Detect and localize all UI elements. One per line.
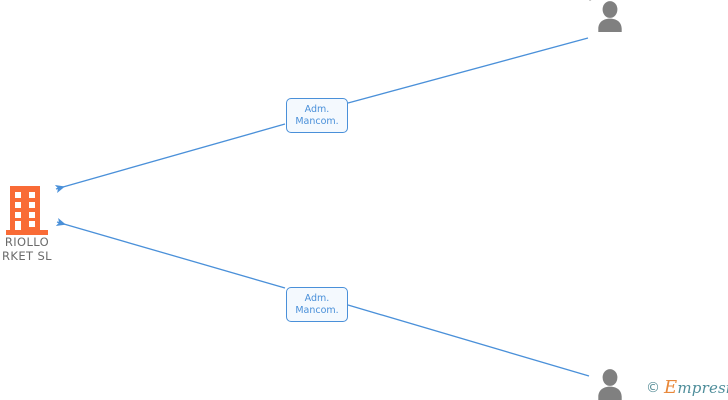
- relation-label-line-1: Adm.: [304, 104, 330, 115]
- company-name-line-1: RIOLLO: [4, 235, 50, 249]
- edge-box-to-company-lower: [55, 218, 286, 289]
- person-icon: [598, 369, 622, 400]
- brand-name: Empresia: [664, 379, 728, 397]
- edge-person-bottom-to-box: [347, 304, 590, 377]
- relation-label-line-1: Adm.: [304, 293, 330, 304]
- relation-box-adm-mancom-lower[interactable]: Adm. Mancom.: [286, 287, 348, 322]
- relation-label-line-2: Mancom.: [295, 304, 339, 316]
- person-icon: [598, 1, 622, 32]
- relation-box-adm-mancom-upper[interactable]: Adm. Mancom.: [286, 98, 348, 133]
- copyright-icon: ©: [646, 380, 660, 396]
- brand-rest: mpresia: [677, 379, 728, 397]
- company-node[interactable]: RIOLLO RKET SL: [0, 185, 72, 263]
- building-icon: [6, 186, 48, 235]
- company-name-line-2: RKET SL: [2, 249, 52, 263]
- person-node-bottom[interactable]: [575, 368, 645, 400]
- brand-initial: E: [664, 377, 678, 398]
- relation-label-line-2: Mancom.: [295, 115, 339, 127]
- edge-person-top-to-box: [347, 37, 589, 104]
- edge-box-to-company-upper: [54, 123, 286, 193]
- empresia-watermark: © Empresia: [646, 379, 728, 397]
- person-node-top[interactable]: JOSE...: [575, 0, 645, 32]
